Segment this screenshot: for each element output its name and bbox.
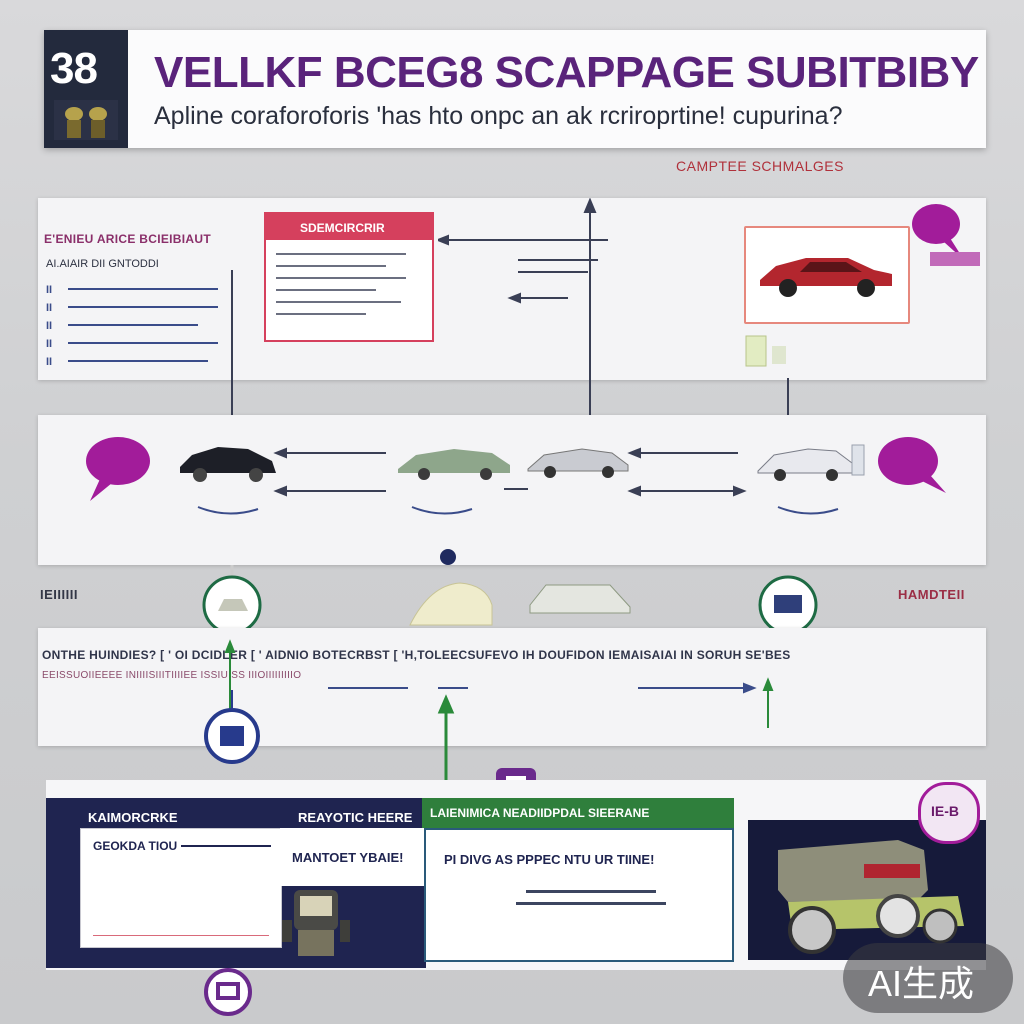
info-card: GEOKDA TIOU: [80, 828, 282, 948]
green-header-bar: [422, 798, 734, 828]
green-car-icon: [398, 449, 510, 480]
document-header: [266, 214, 432, 240]
document-card: SDEMCIRCRIR: [264, 212, 434, 342]
mid-card-text: MANTOET YBAIE!: [292, 850, 404, 865]
panel1-list: II II II II II: [46, 280, 246, 370]
horizontal-arrows-icon: [197, 447, 839, 565]
badge-label: IE-B: [931, 803, 959, 819]
number-badge: 38: [44, 30, 128, 148]
document-lines-icon: [276, 253, 406, 315]
page-title: VELLKF BCEG8 SCAPPAGE SUBITBIBY: [154, 48, 979, 97]
white-car-icon: [757, 444, 865, 481]
speech-bubble-icon: [912, 204, 980, 266]
vehicle-icon: [778, 840, 964, 954]
list-item: II: [46, 352, 246, 370]
middle-panel: [38, 415, 986, 565]
badge-circle: IE-B: [918, 782, 980, 844]
car-card: [744, 226, 910, 324]
top-note: CAMPTEE SCHMALGES: [676, 158, 844, 174]
panel1-subheading: AI.AIAIR DII GNTODDI: [46, 258, 159, 270]
navy-left-label: KAIMORCRKE: [88, 810, 178, 825]
speech-bubble-icon: [86, 437, 150, 501]
figures-icon: [54, 100, 118, 140]
list-item: II: [46, 316, 246, 334]
process-nodes-icon: [202, 565, 818, 635]
robot-figure-icon: [282, 890, 350, 956]
red-car-icon: [760, 258, 892, 297]
black-car-icon: [180, 447, 276, 482]
info-card-title: GEOKDA TIOU: [93, 839, 178, 853]
badge-number: 38: [50, 44, 98, 93]
silver-car-icon: [527, 448, 629, 478]
bottom-panel: KAIMORCRKE GEOKDA TIOU REAYOTIC HEERE MA…: [46, 780, 986, 970]
page-subtitle: Apline coraforoforis 'has hto onpc an ak…: [154, 102, 843, 130]
list-item: II: [46, 280, 246, 298]
bottom-circle-icon: [204, 968, 252, 1016]
text-line-2: EEISSUOIIEEEE INIIIISIIITIIIIEE ISSIUISS…: [42, 670, 302, 681]
document-title: SDEMCIRCRIR: [300, 221, 385, 235]
green-body-card: PI DIVG AS PPPEC NTU UR TIINE!: [424, 828, 734, 962]
navy-mid-label: REAYOTIC HEERE: [298, 810, 413, 825]
text-panel: ONTHE HUINDIES? [ ' OI DCIDLER [ ' AIDNI…: [38, 628, 986, 746]
mid-card: MANTOET YBAIE!: [280, 828, 426, 886]
list-item: II: [46, 334, 246, 352]
watermark-badge: [843, 943, 1013, 1013]
list-item: II: [46, 298, 246, 316]
panel1-heading: E'ENIEU ARICE BCIEIBIAUT: [44, 232, 211, 246]
right-side-label: HAMDTEII: [898, 587, 965, 602]
small-gadget-icon: [745, 335, 786, 367]
flow-arrows-icon: [438, 234, 608, 304]
header-banner: 38 VELLKF BCEG8 SCAPPAGE SUBITBIBY Aplin…: [44, 30, 986, 148]
green-body-text: PI DIVG AS PPPEC NTU UR TIINE!: [444, 852, 655, 867]
top-panel: E'ENIEU ARICE BCIEIBIAUT AI.AIAIR DII GN…: [38, 198, 986, 380]
panel3-connectors: [224, 639, 774, 728]
speech-bubble-icon: [878, 437, 946, 493]
left-side-label: IEIIIIII: [40, 587, 78, 602]
vertical-connectors: [225, 198, 795, 431]
green-header-label: LAIENIMICA NEADIIDPDAL SIEERANE: [430, 806, 650, 820]
watermark-text: AI生成: [868, 963, 975, 1004]
